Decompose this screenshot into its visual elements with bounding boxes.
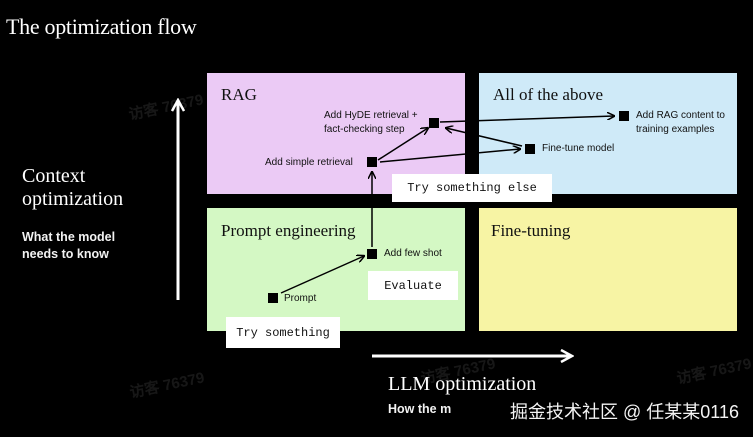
node-prompt-marker	[268, 293, 278, 303]
llm-axis-subtitle: How the m	[388, 402, 452, 416]
node-fewshot-label: Add few shot	[384, 248, 442, 259]
arrow-retrieval-to-hyde	[377, 128, 428, 161]
arrow-prompt-to-fewshot	[280, 256, 364, 294]
node-retrieval-label: Add simple retrieval	[265, 157, 353, 168]
node-hyde-label: Add HyDE retrieval + fact-checking step	[324, 109, 418, 137]
node-ragcontent-label-line1: Add RAG content to	[636, 110, 725, 121]
node-finetune-label: Fine-tune model	[542, 143, 615, 154]
quadrant-rag-label: RAG	[221, 85, 257, 104]
quadrant-ft-label: Fine-tuning	[491, 221, 571, 240]
context-axis-subtitle: What the model needs to know	[22, 230, 116, 261]
node-prompt-label: Prompt	[284, 293, 317, 304]
node-hyde-marker	[429, 118, 439, 128]
quadrant-all-of-the-above: All of the above	[479, 73, 737, 194]
callout-evaluate: Evaluate	[368, 271, 458, 300]
node-ragcontent-label-line2: training examples	[636, 124, 715, 135]
callout-try-something: Try something	[226, 317, 340, 348]
arrow-hyde-to-ragcontent	[439, 116, 614, 123]
node-finetune-marker	[525, 144, 535, 154]
quadrant-all-label: All of the above	[493, 85, 603, 104]
arrow-retrieval-to-finetune	[379, 149, 520, 163]
quadrant-pe-label: Prompt engineering	[221, 221, 356, 240]
quadrant-prompt-engineering: Prompt engineering	[207, 208, 465, 331]
node-ragcontent-marker	[619, 111, 629, 121]
context-axis-title: Context optimization	[22, 165, 124, 210]
node-ragcontent-label: Add RAG content to training examples	[636, 109, 725, 137]
llm-axis-title: LLM optimization	[388, 373, 537, 395]
page-title: The optimization flow	[6, 14, 197, 39]
site-credit: 掘金技术社区 @ 任某某0116	[510, 402, 739, 422]
node-hyde-label-line2: fact-checking step	[324, 124, 405, 135]
node-hyde-label-line1: Add HyDE retrieval +	[324, 110, 418, 121]
callout-try-something-else: Try something else	[392, 174, 552, 202]
node-retrieval-marker	[367, 157, 377, 167]
arrow-finetune-to-hyde	[446, 128, 523, 147]
quadrant-fine-tuning: Fine-tuning	[479, 208, 737, 331]
node-fewshot-marker	[367, 249, 377, 259]
